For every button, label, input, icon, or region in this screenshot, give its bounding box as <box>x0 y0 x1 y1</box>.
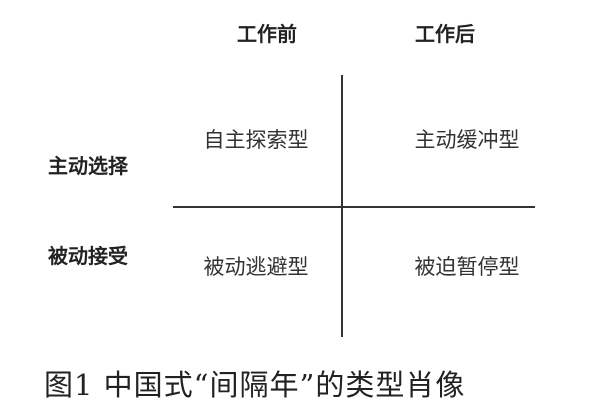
quadrant-passive-escape: 被动逃避型 <box>203 255 309 279</box>
quadrant-forced-pause: 被迫暂停型 <box>414 255 520 279</box>
quadrant-self-exploration: 自主探索型 <box>203 128 309 152</box>
column-header-after-work: 工作后 <box>415 22 475 46</box>
column-header-before-work: 工作前 <box>237 22 297 46</box>
row-header-active-choice: 主动选择 <box>48 154 128 178</box>
row-header-passive-acceptance: 被动接受 <box>48 244 128 268</box>
figure-caption: 图1 中国式“间隔年”的类型肖像 <box>44 368 466 402</box>
horizontal-axis-line <box>173 206 535 208</box>
quadrant-active-buffer: 主动缓冲型 <box>414 128 520 152</box>
